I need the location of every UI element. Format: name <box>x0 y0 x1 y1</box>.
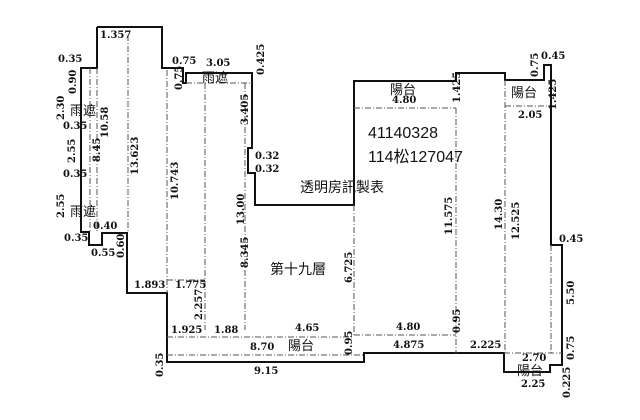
dimension-label: 10.743 <box>170 162 181 200</box>
dimension-label: 0.45 <box>559 234 583 245</box>
dimension-label: 2.55 <box>67 139 78 163</box>
dimension-label: 14.30 <box>494 199 505 230</box>
dimension-label: 0.35 <box>64 233 88 244</box>
dimension-label: 9.15 <box>254 366 278 377</box>
dimension-label: 0.225 <box>562 367 573 398</box>
canopy-label: 雨遮 <box>202 70 228 86</box>
dimension-label: 13.00 <box>236 194 247 225</box>
dimension-label: 1.925 <box>171 325 202 336</box>
balcony-label: 陽台 <box>390 83 416 98</box>
dimension-label: 0.35 <box>63 121 87 132</box>
dimension-label: 1.88 <box>214 325 238 336</box>
dimension-label: 8.345 <box>240 237 251 268</box>
dimension-label: 4.80 <box>392 95 416 106</box>
watermark-id: 41140328 <box>368 125 438 142</box>
dimension-label: 1.775 <box>175 280 206 291</box>
dimension-label: 2.225 <box>470 340 501 351</box>
dimension-label: 3.05 <box>206 58 230 69</box>
dimension-label: 6.725 <box>344 252 355 283</box>
floor-label: 第十九層 <box>270 261 326 278</box>
dimension-label: 4.80 <box>396 322 420 333</box>
dimension-label: 0.32 <box>255 151 279 162</box>
dimension-label: 0.55 <box>91 248 115 259</box>
vertical-dimensions: 0.90 2.30 10.58 8.45 2.55 2.55 13.623 0.… <box>56 44 577 398</box>
dimension-lines <box>89 35 562 356</box>
dimension-label: 0.75 <box>530 53 541 77</box>
dimension-label: 8.70 <box>250 342 274 353</box>
dimension-label: 11.575 <box>444 197 455 235</box>
dimension-label: 1.357 <box>100 30 131 41</box>
dimension-label: 0.60 <box>116 234 127 258</box>
dimension-label: 0.35 <box>58 54 82 65</box>
dimension-label: 0.425 <box>256 44 267 75</box>
outer-wall <box>80 26 563 373</box>
dimension-label: 1.893 <box>134 280 165 291</box>
dimension-label: 0.45 <box>541 51 565 62</box>
dimension-label: 2.05 <box>518 110 542 121</box>
dimension-label: 0.75 <box>174 66 185 90</box>
balcony-label: 陽台 <box>511 86 537 101</box>
dimension-label: 4.65 <box>295 323 319 334</box>
dimension-label: 12.525 <box>511 202 522 240</box>
watermark-case: 114松127047 <box>368 148 463 166</box>
dimension-label: 2.70 <box>522 353 546 364</box>
dimension-label: 2.257 <box>194 289 205 320</box>
balcony-label: 陽台 <box>288 339 314 354</box>
dimension-label: 2.30 <box>56 96 67 120</box>
dimension-label: 0.95 <box>452 309 463 333</box>
dimension-label: 0.35 <box>155 353 166 377</box>
dimension-label: 0.32 <box>255 164 279 175</box>
dimension-label: 5.50 <box>566 281 577 305</box>
horizontal-dimensions: 1.357 0.35 0.75 3.05 0.32 0.32 0.35 0.35… <box>58 30 583 390</box>
dimension-label: 2.25 <box>521 379 545 390</box>
dimension-label: 4.875 <box>393 340 424 351</box>
dimension-label: 0.40 <box>93 221 117 232</box>
dimension-label: 1.425 <box>548 79 559 110</box>
dimension-label: 0.90 <box>68 70 79 94</box>
dimension-label: 8.45 <box>92 138 103 162</box>
dimension-label: 0.35 <box>63 169 87 180</box>
dimension-label: 0.75 <box>566 336 577 360</box>
watermark-maker: 透明房訊製表 <box>300 180 384 196</box>
dimension-label: 10.58 <box>100 107 111 138</box>
dimension-label: 1.425 <box>452 72 463 103</box>
dimension-label: 13.623 <box>130 137 141 175</box>
canopy-label: 雨遮 <box>70 103 96 119</box>
dimension-label: 2.55 <box>56 194 67 218</box>
dimension-label: 0.95 <box>344 331 355 355</box>
dimension-label: 3.405 <box>240 94 251 125</box>
dimension-label: 0.75 <box>172 56 196 67</box>
balcony-label: 陽台 <box>517 364 543 379</box>
canopy-label: 雨遮 <box>70 204 96 220</box>
